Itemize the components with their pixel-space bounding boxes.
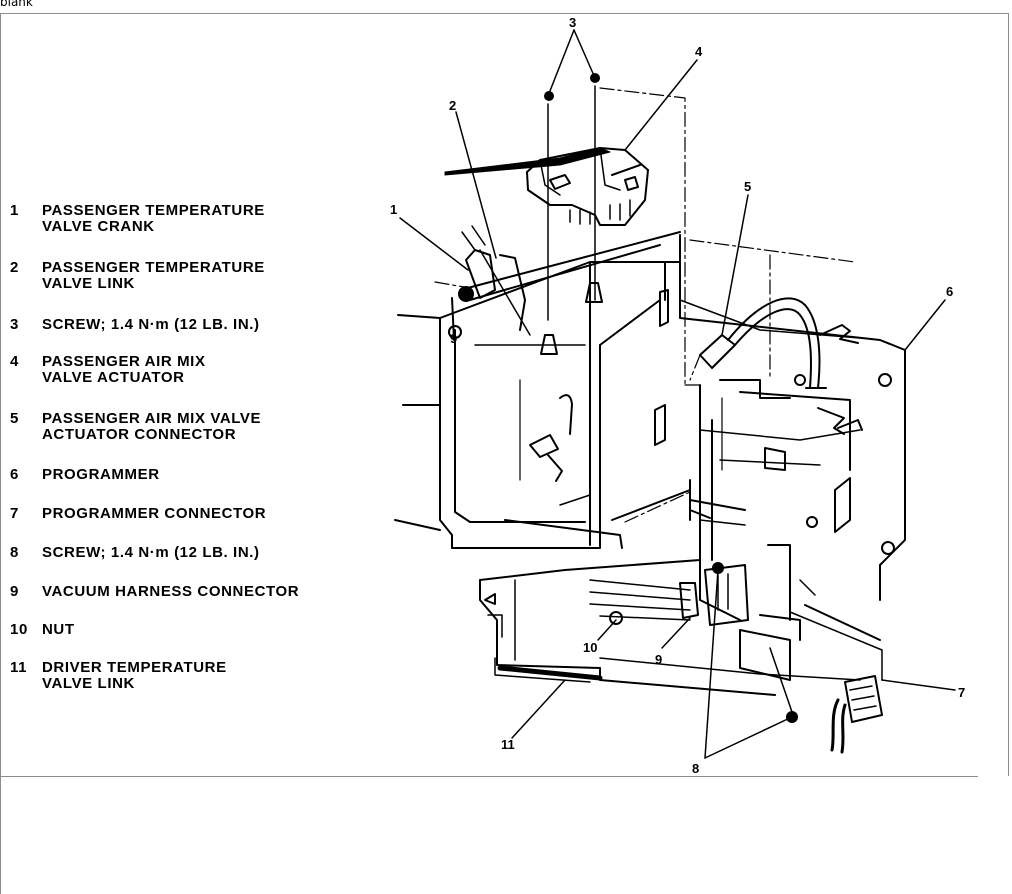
programmer-connector — [830, 675, 883, 754]
callout-5: 5 — [744, 179, 751, 194]
legend-number: 11 — [10, 659, 28, 676]
legend-number: 5 — [10, 410, 19, 427]
legend-text: PASSENGER AIR MIX VALVE ACTUATOR — [42, 353, 206, 386]
callout-3: 3 — [569, 15, 576, 30]
lower-panel-border — [0, 776, 1, 894]
callout-leaders — [399, 29, 956, 759]
lower-duct-tray — [479, 559, 861, 696]
screws-3 — [540, 73, 603, 355]
air-mix-valve-actuator — [444, 147, 649, 226]
legend-text: DRIVER TEMPERATURE VALVE LINK — [42, 659, 227, 692]
legend-number: 10 — [10, 621, 28, 638]
driver-temperature-valve-link — [497, 665, 603, 681]
callout-8: 8 — [692, 761, 699, 776]
legend-text: PASSENGER TEMPERATURE VALVE LINK — [42, 259, 265, 292]
callout-2: 2 — [449, 98, 456, 113]
figure-frame-bottom — [0, 776, 978, 777]
alignment-lines — [434, 87, 856, 523]
callout-4: 4 — [695, 44, 703, 59]
actuator-connector-harness — [699, 297, 827, 389]
figure-frame — [0, 13, 1009, 776]
legend-text: SCREW; 1.4 N·m (12 LB. IN.) — [42, 544, 260, 561]
vacuum-harness-connector — [589, 562, 749, 626]
legend-number: 7 — [10, 505, 19, 522]
parts-legend: 1 PASSENGER TEMPERATURE VALVE CRANK 2 PA… — [0, 0, 340, 894]
callout-7: 7 — [958, 685, 965, 700]
legend-text: PROGRAMMER — [42, 466, 160, 483]
programmer-housing — [654, 234, 906, 681]
temperature-valve-link-and-crank — [448, 225, 531, 341]
callout-6: 6 — [946, 284, 953, 299]
callout-9-upper: 9 — [450, 331, 457, 346]
air-distribution-housing — [394, 231, 691, 549]
legend-number: 9 — [10, 583, 19, 600]
legend-number: 2 — [10, 259, 19, 276]
callout-9: 9 — [655, 652, 662, 667]
legend-text: VACUUM HARNESS CONNECTOR — [42, 583, 300, 600]
legend-number: 6 — [10, 466, 19, 483]
callout-10: 10 — [583, 640, 597, 655]
legend-number: 3 — [10, 316, 19, 333]
legend-number: 1 — [10, 202, 19, 219]
callout-11: 11 — [501, 737, 515, 752]
legend-number: 8 — [10, 544, 19, 561]
legend-text: NUT — [42, 621, 75, 638]
legend-text: SCREW; 1.4 N·m (12 LB. IN.) — [42, 316, 260, 333]
screws-8 — [769, 647, 798, 723]
tab-label: blank — [0, 0, 33, 9]
legend-text: PROGRAMMER CONNECTOR — [42, 505, 267, 522]
legend-number: 4 — [10, 353, 19, 370]
legend-text: PASSENGER TEMPERATURE VALVE CRANK — [42, 202, 265, 235]
callout-1: 1 — [390, 202, 397, 217]
legend-text: PASSENGER AIR MIX VALVE ACTUATOR CONNECT… — [42, 410, 262, 443]
